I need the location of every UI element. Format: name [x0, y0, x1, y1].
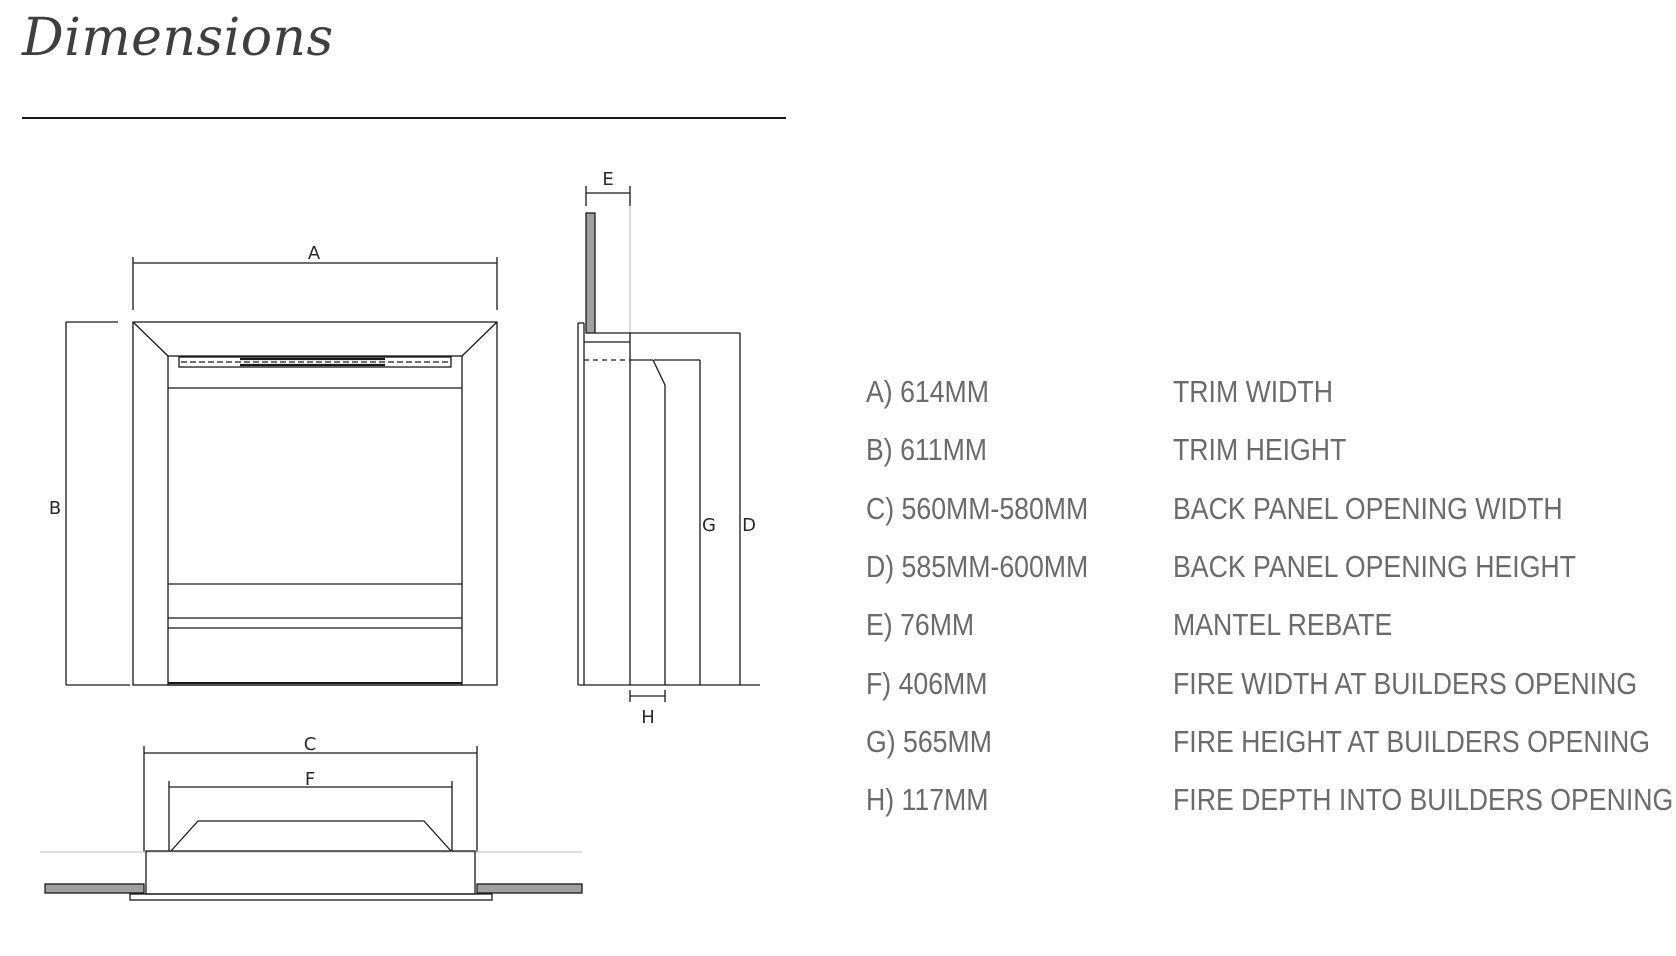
- spec-description: TRIM WIDTH: [1173, 374, 1333, 410]
- side-view: [577, 186, 760, 702]
- spec-description: BACK PANEL OPENING HEIGHT: [1173, 549, 1576, 585]
- dimension-specs: A) 614MM TRIM WIDTH B) 611MM TRIM HEIGHT…: [866, 363, 1673, 829]
- spec-value: A) 614MM: [866, 374, 989, 410]
- spec-row: D) 585MM-600MM BACK PANEL OPENING HEIGHT: [866, 538, 1673, 596]
- label-d: D: [742, 515, 756, 536]
- spec-row: E) 76MM MANTEL REBATE: [866, 596, 1673, 654]
- spec-description: FIRE DEPTH INTO BUILDERS OPENING: [1173, 782, 1674, 818]
- spec-description: FIRE HEIGHT AT BUILDERS OPENING: [1173, 723, 1651, 759]
- plan-view: [40, 746, 583, 901]
- label-g: G: [702, 515, 716, 536]
- page-title: Dimensions: [22, 8, 334, 68]
- spec-description: MANTEL REBATE: [1173, 607, 1393, 643]
- dimension-drawings: A B E G D H C F: [40, 169, 760, 901]
- label-b: B: [49, 498, 61, 519]
- title-divider: [22, 117, 786, 119]
- spec-description: TRIM HEIGHT: [1173, 432, 1347, 468]
- label-a: A: [308, 243, 321, 264]
- spec-row: G) 565MM FIRE HEIGHT AT BUILDERS OPENING: [866, 713, 1673, 771]
- spec-value: G) 565MM: [866, 723, 992, 759]
- label-f: F: [305, 769, 315, 790]
- spec-row: A) 614MM TRIM WIDTH: [866, 363, 1673, 421]
- spec-row: H) 117MM FIRE DEPTH INTO BUILDERS OPENIN…: [866, 771, 1673, 829]
- label-c: C: [304, 734, 317, 755]
- spec-description: BACK PANEL OPENING WIDTH: [1173, 490, 1563, 526]
- label-h: H: [641, 707, 655, 728]
- spec-value: D) 585MM-600MM: [866, 549, 1089, 585]
- spec-value: H) 117MM: [866, 782, 989, 818]
- spec-description: FIRE WIDTH AT BUILDERS OPENING: [1173, 665, 1638, 701]
- spec-row: B) 611MM TRIM HEIGHT: [866, 421, 1673, 479]
- spec-value: C) 560MM-580MM: [866, 490, 1089, 526]
- label-e: E: [602, 169, 613, 190]
- spec-value: E) 76MM: [866, 607, 975, 643]
- spec-value: B) 611MM: [866, 432, 987, 468]
- spec-row: C) 560MM-580MM BACK PANEL OPENING WIDTH: [866, 480, 1673, 538]
- spec-row: F) 406MM FIRE WIDTH AT BUILDERS OPENING: [866, 654, 1673, 712]
- spec-value: F) 406MM: [866, 665, 988, 701]
- front-view: [65, 257, 498, 686]
